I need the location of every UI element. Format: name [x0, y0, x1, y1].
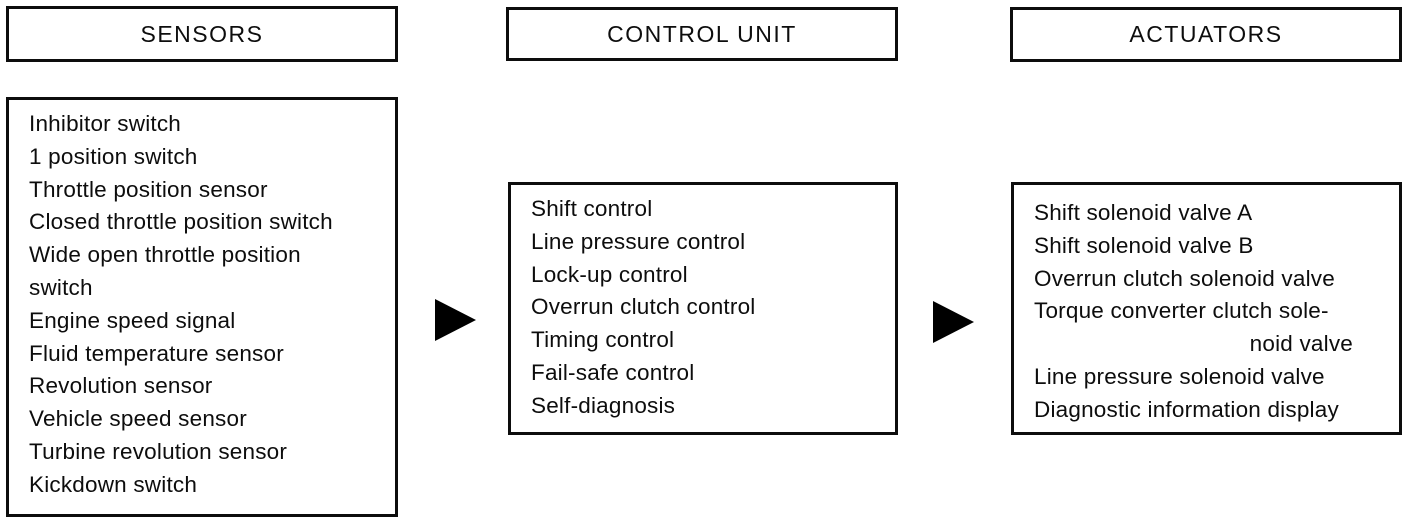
list-line: switch	[29, 274, 93, 300]
list-line: Self-diagnosis	[531, 392, 676, 418]
list-line: Vehicle speed sensor	[29, 406, 247, 432]
list-line: 1 position switch	[29, 143, 198, 169]
list-line: Throttle position sensor	[29, 176, 268, 202]
control-unit-header-label: CONTROL UNIT	[607, 20, 797, 47]
actuators-list-box: Shift solenoid valve A Shift solenoid val…	[1011, 182, 1402, 435]
list-line: Shift solenoid valve A	[1034, 200, 1253, 225]
list-line: noid valve	[1249, 331, 1353, 357]
right-arrow-icon	[933, 301, 974, 343]
list-line: Kickdown switch	[29, 471, 198, 497]
list-line: Inhibitor switch	[29, 111, 182, 136]
actuators-header-box: ACTUATORS	[1010, 7, 1402, 62]
list-line: Torque converter clutch sole-	[1034, 298, 1329, 324]
list-line: Shift solenoid valve B	[1034, 232, 1254, 258]
list-line: Overrun clutch control	[531, 294, 756, 320]
list-line: Turbine revolution sensor	[29, 438, 288, 464]
list-line: Line pressure solenoid valve	[1034, 363, 1325, 389]
list-line: Overrun clutch solenoid valve	[1034, 265, 1335, 291]
sensors-header-label: SENSORS	[140, 20, 264, 47]
list-line: Engine speed signal	[29, 307, 236, 333]
list-line: Fail-safe control	[531, 359, 695, 385]
list-line: Timing control	[531, 327, 675, 353]
list-line: Line pressure control	[531, 228, 746, 254]
list-line: Fluid temperature sensor	[29, 340, 284, 366]
list-line: Closed throttle position switch	[29, 209, 333, 235]
list-line: Wide open throttle position	[29, 242, 301, 268]
list-line: Lock-up control	[531, 261, 688, 287]
sensors-header-box: SENSORS	[6, 6, 398, 62]
actuators-header-label: ACTUATORS	[1129, 21, 1283, 47]
control-unit-header-box: CONTROL UNIT	[506, 7, 898, 61]
list-line: Revolution sensor	[29, 373, 213, 399]
list-line: Diagnostic information display	[1034, 396, 1339, 422]
list-line: Shift control	[531, 196, 653, 221]
right-arrow-icon	[435, 299, 476, 341]
